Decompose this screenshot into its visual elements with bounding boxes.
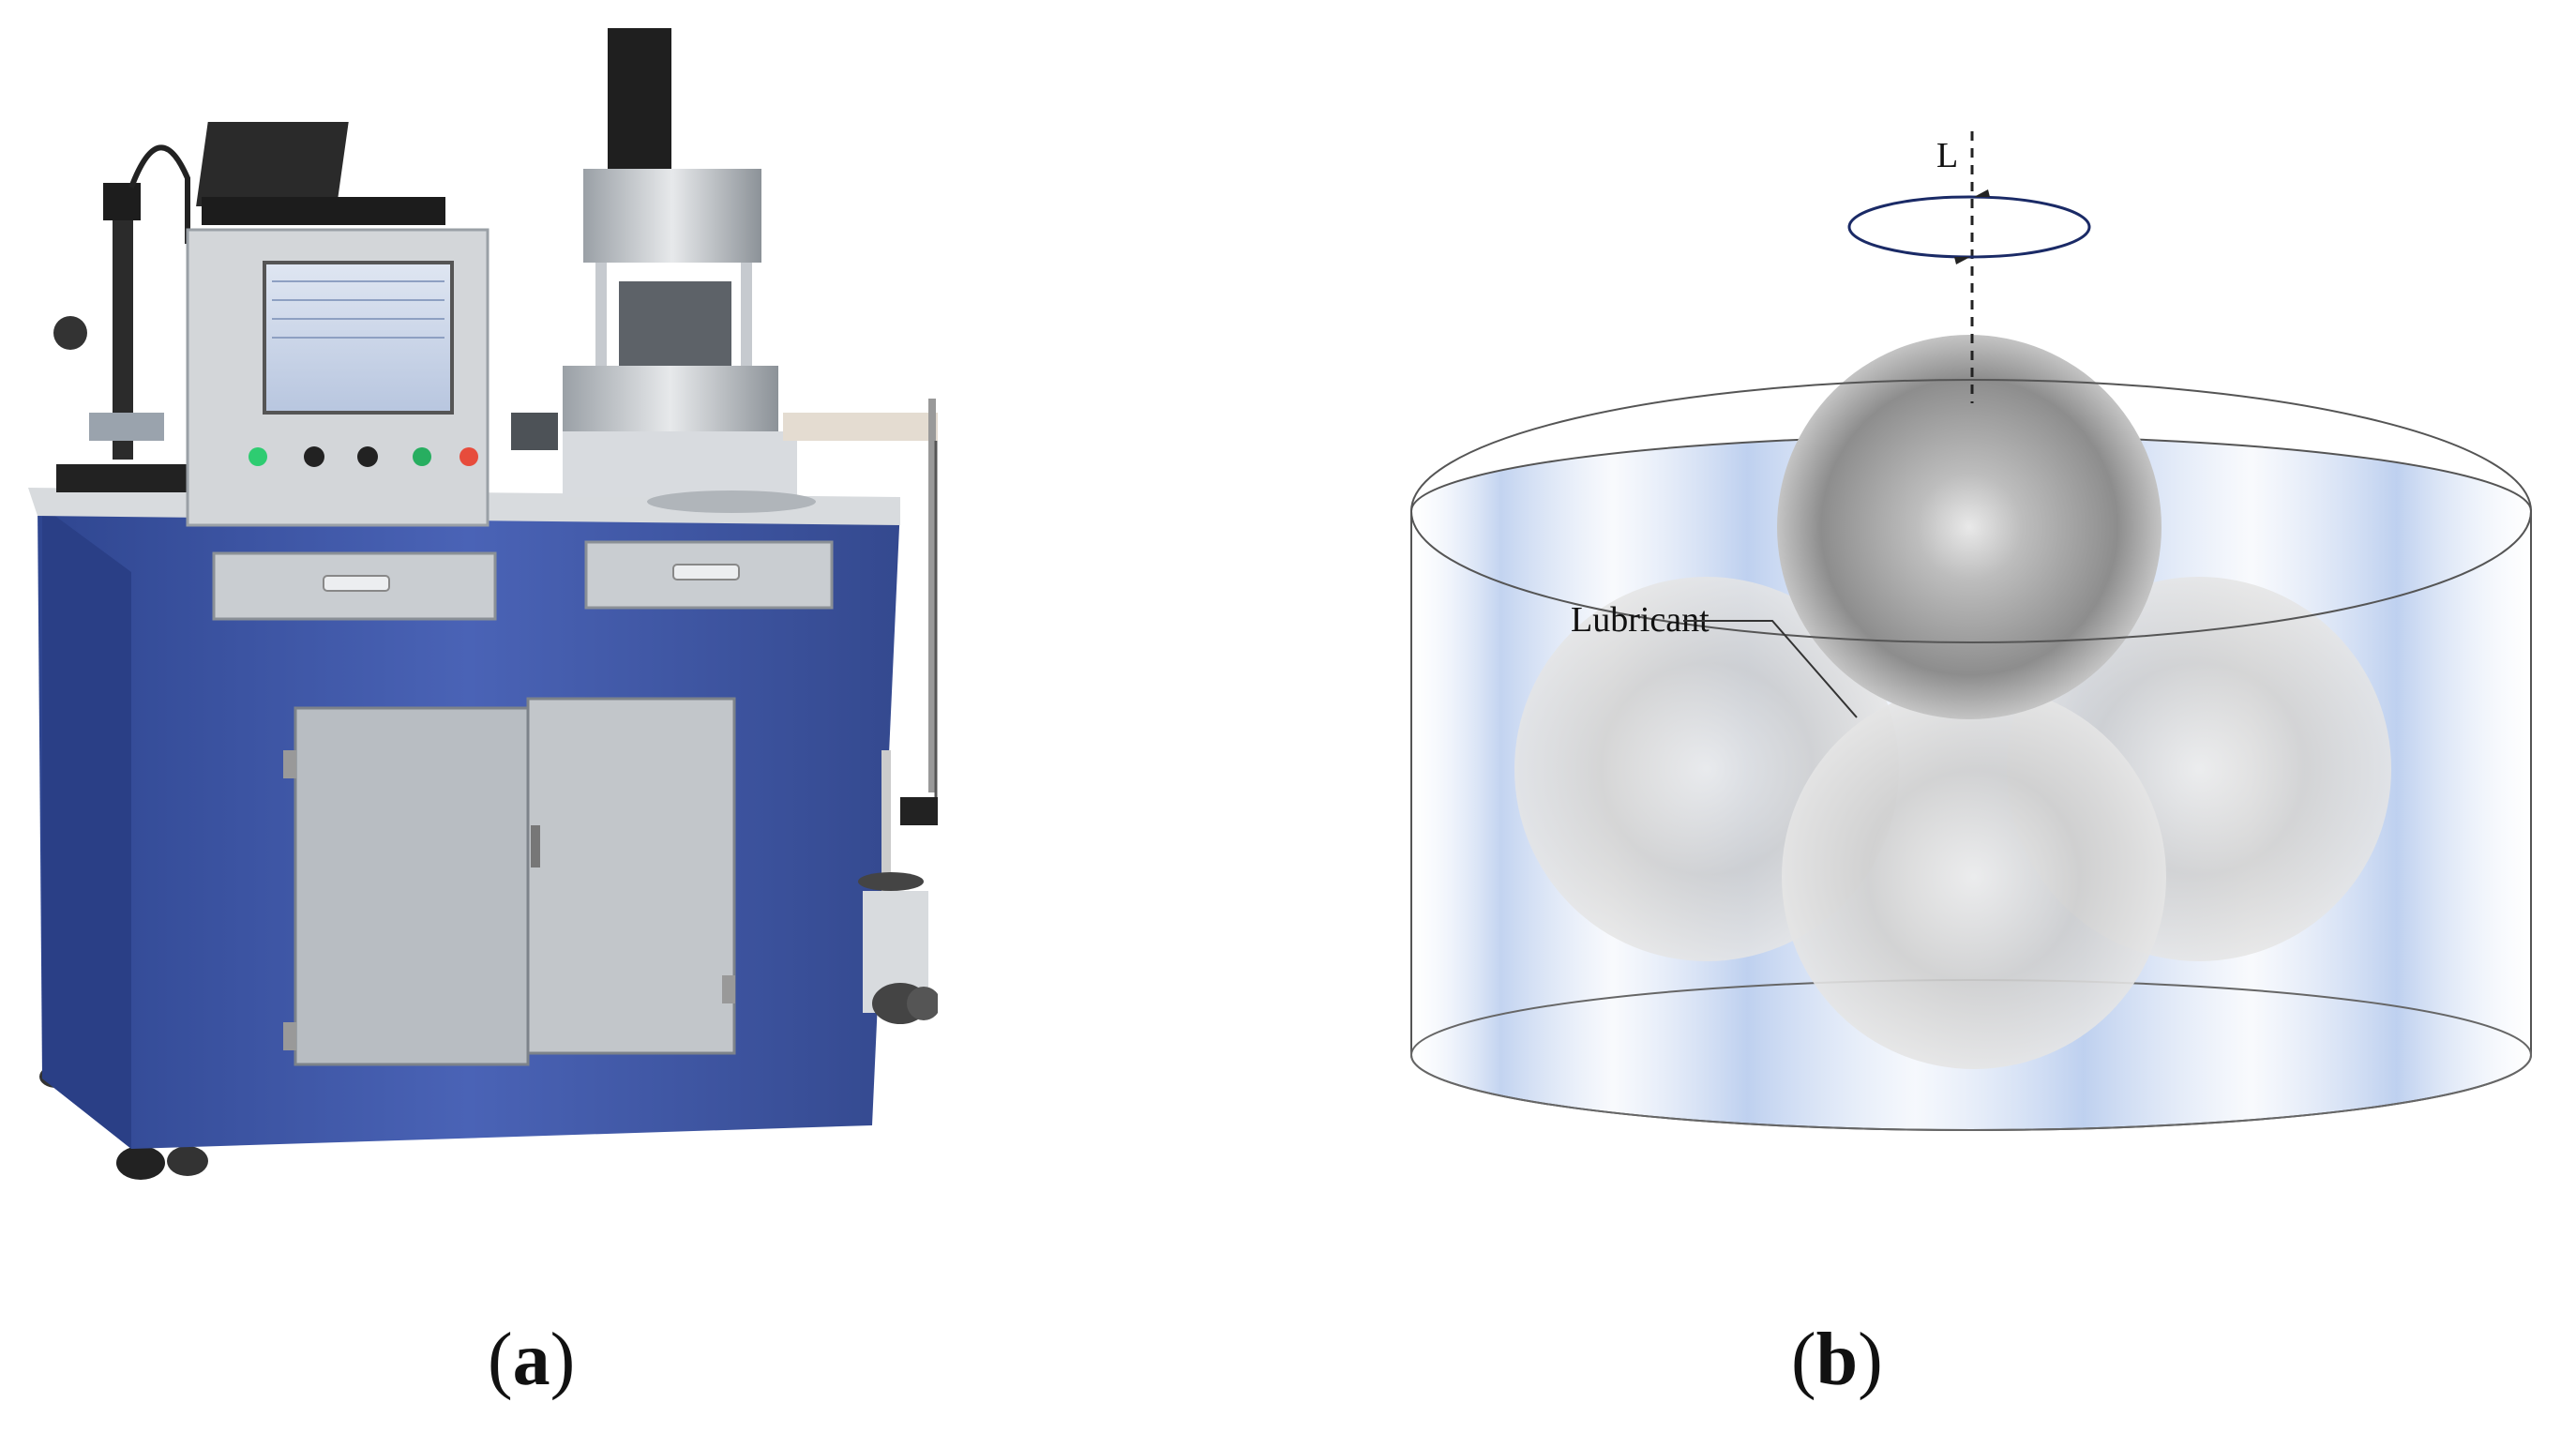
rotation-arrow-ellipse (1847, 195, 2091, 259)
cylinder-top-rim (1410, 379, 2532, 643)
lower-ball-front (1782, 685, 2166, 1069)
spindle-tower (511, 28, 816, 513)
rotation-arrow-head-top (1974, 189, 1990, 197)
blue-cabinet (38, 506, 900, 1149)
rotation-arrow-head-bottom (1954, 257, 1970, 264)
tribometer-machine-illustration (28, 28, 938, 1180)
four-ball-diagram: L Lubricant (1410, 131, 2532, 1131)
panel-a-machine-photo (0, 0, 938, 1219)
caption-b: (b) (1791, 1319, 1883, 1401)
axis-label: L (1936, 136, 1958, 175)
panel-b-four-ball-schematic: L Lubricant (1332, 0, 2576, 1219)
microscope (53, 144, 197, 492)
top-ball (1777, 335, 2162, 719)
caption-a: (a) (488, 1319, 576, 1401)
lubricant-leader-line (1683, 620, 1858, 718)
lever-arm-weights (783, 399, 938, 1024)
control-console (186, 122, 490, 527)
